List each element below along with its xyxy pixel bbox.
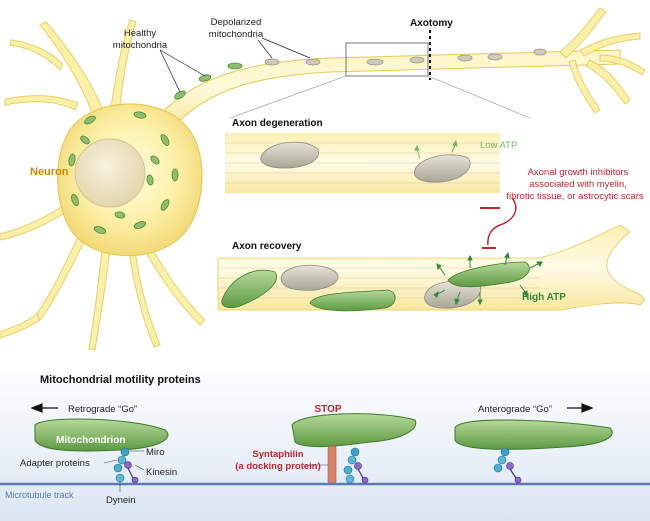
healthy-leader-lines [159,49,206,93]
mitochondrion-center [291,413,417,448]
syntaphilin-label-1: Syntaphilin [252,449,303,460]
right-adapter [497,455,507,465]
depolarized-leader-lines [257,37,311,59]
nucleus [74,138,146,208]
neuron-label: Neuron [30,166,69,178]
right-dynein [493,463,503,473]
microtubule-track-label: Microtubule track [5,490,74,500]
zoom-line-right [427,75,531,119]
kinesin-head [131,476,139,484]
high-atp-label: High ATP [522,292,566,303]
recovery-band [217,224,646,311]
depolarized-label-2: mitochondria [209,29,264,40]
syntaphilin-label-2: (a docking protein) [235,461,321,472]
motility-panel [0,403,650,492]
zoom-line-left [229,75,347,119]
miro-protein [120,447,130,457]
right-motor-complex [493,447,522,484]
neuron [0,7,646,351]
degenerating-mitochondrion-1 [260,141,319,169]
anterograde-arrow [567,403,594,413]
axon-degeneration-label: Axon degeneration [232,118,323,129]
recovery-panel [217,224,646,312]
recovery-mito-gray-2 [424,280,482,309]
center-miro [350,447,360,457]
kinesin-stalk [127,467,134,479]
dendrites [0,19,206,351]
degenerating-mitochondrion-2 [414,154,471,183]
center-kinesin-head [361,476,369,484]
right-kinesin-head [514,476,522,484]
soma-mitochondria [68,74,212,234]
center-motor-complex [327,445,369,484]
recovery-mito-gray-1 [280,264,339,291]
mitochondrion-label: Mitochondrion [56,435,125,446]
mitochondrion-left [34,418,169,452]
mitochondrion-right [454,419,613,450]
low-atp-arrows [414,139,458,159]
axon-terminal [559,7,646,114]
stop-label: STOP [314,404,341,415]
inhibition-path [487,197,517,246]
axon-mitochondria [227,48,547,70]
kinesin-protein [124,461,132,469]
adapter-proteins-label: Adapter proteins [20,458,90,469]
recovery-mito-3 [447,261,530,288]
low-atp-label: Low ATP [480,140,517,151]
axon [154,49,621,131]
kinesin-label: Kinesin [146,467,177,478]
center-adapter [347,455,357,465]
left-leader-lines [103,450,145,492]
high-atp-arrows [433,251,543,306]
healthy-mitochondria-label-2: mitochondria [113,40,168,51]
center-kinesin [354,462,362,470]
inhibitors-label-2: associated with myelin, [529,179,627,190]
anterograde-label: Anterograde “Go” [478,404,552,415]
right-miro [500,447,510,457]
right-kinesin [506,462,514,470]
left-motor-complex [113,447,139,484]
dynein-protein [113,463,123,473]
motility-title: Mitochondrial motility proteins [40,374,201,386]
zoom-box [345,42,429,77]
retrograde-label: Retrograde “Go” [68,404,137,415]
degeneration-panel [225,133,500,193]
axon-recovery-label: Axon recovery [232,241,302,252]
adapter-protein [117,455,127,465]
depolarized-label-1: Depolarized [211,17,262,28]
retrograde-arrow [30,403,58,413]
inhibitors-label-3: fibrotic tissue, or astrocytic scars [506,191,644,202]
axotomy-label: Axotomy [410,18,453,29]
healthy-mitochondria-label-1: Healthy [124,28,156,39]
right-kinesin-stalk [509,468,517,479]
recovery-mito-2 [309,289,396,312]
inhibitors-label-1: Axonal growth inhibitors [528,167,629,178]
miro-label: Miro [146,447,164,458]
center-dynein-head [345,474,355,484]
dynein-head [115,473,125,483]
syntaphilin-protein [327,445,337,484]
center-dynein [343,465,353,475]
dynein-label: Dynein [106,495,136,506]
recovery-mito-1 [221,269,277,308]
center-kinesin-stalk [357,468,364,479]
